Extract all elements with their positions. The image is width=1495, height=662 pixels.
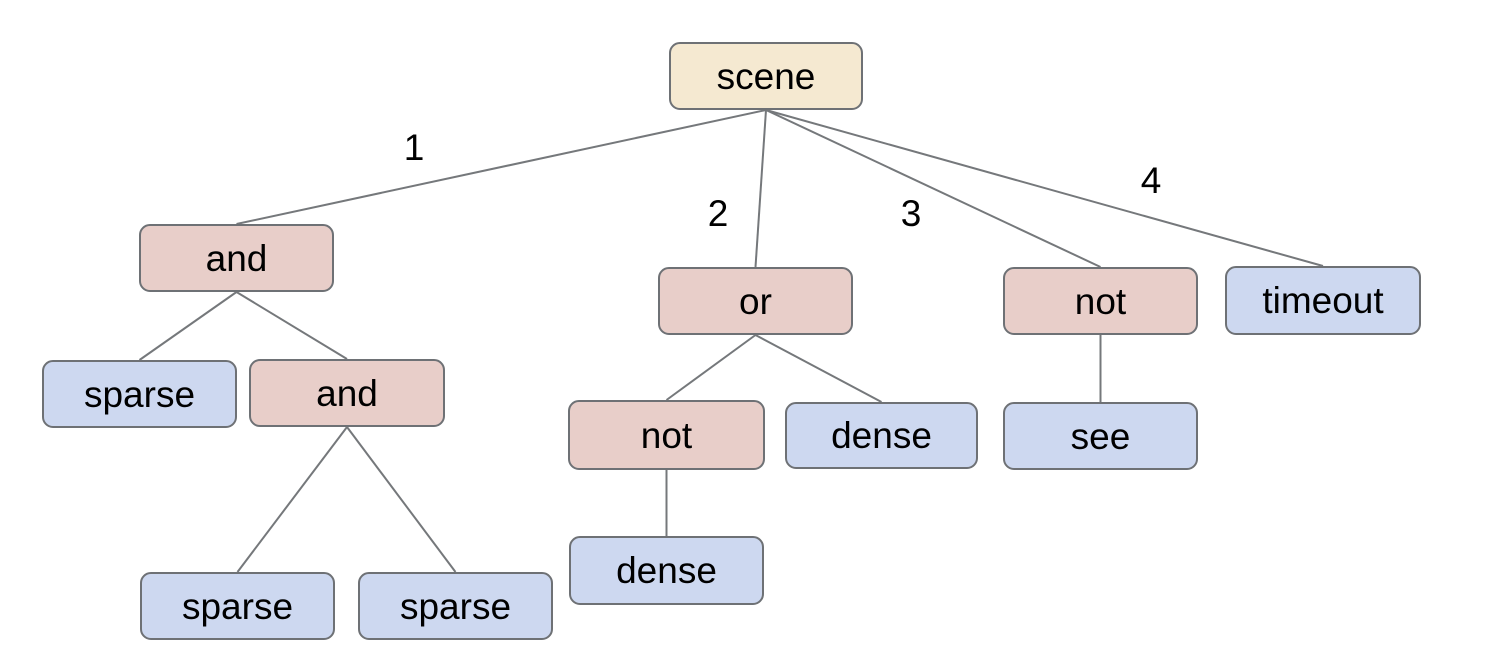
edge-and1-to-sparse1 bbox=[138, 291, 238, 361]
node-timeout1[interactable]: timeout bbox=[1225, 266, 1421, 335]
edge-label-4: 4 bbox=[1140, 160, 1162, 201]
edge-label-2: 2 bbox=[707, 193, 729, 234]
node-sparse3[interactable]: sparse bbox=[140, 572, 335, 640]
node-sparse1[interactable]: sparse bbox=[42, 360, 237, 428]
edge-and2-to-sparse4 bbox=[346, 426, 457, 573]
node-and2[interactable]: and bbox=[249, 359, 445, 427]
node-not1[interactable]: not bbox=[1003, 267, 1198, 335]
edge-and1-to-and2 bbox=[235, 291, 348, 360]
node-sparse4[interactable]: sparse bbox=[358, 572, 553, 640]
node-scene[interactable]: scene bbox=[669, 42, 863, 110]
edge-scene-to-timeout1 bbox=[765, 109, 1324, 267]
edge-or1-to-not2 bbox=[665, 334, 757, 401]
node-and1[interactable]: and bbox=[139, 224, 334, 292]
node-dense2[interactable]: dense bbox=[569, 536, 764, 605]
edge-label-3: 3 bbox=[900, 193, 922, 234]
edge-label-1: 1 bbox=[403, 127, 425, 168]
node-dense1[interactable]: dense bbox=[785, 402, 978, 469]
node-or1[interactable]: or bbox=[658, 267, 853, 335]
edge-and2-to-sparse3 bbox=[236, 426, 348, 573]
node-not2[interactable]: not bbox=[568, 400, 765, 470]
node-see1[interactable]: see bbox=[1003, 402, 1198, 470]
edge-scene-to-and1 bbox=[236, 109, 767, 225]
edge-or1-to-dense1 bbox=[755, 334, 882, 403]
edge-scene-to-or1 bbox=[754, 109, 767, 268]
edge-scene-to-not1 bbox=[765, 109, 1101, 268]
